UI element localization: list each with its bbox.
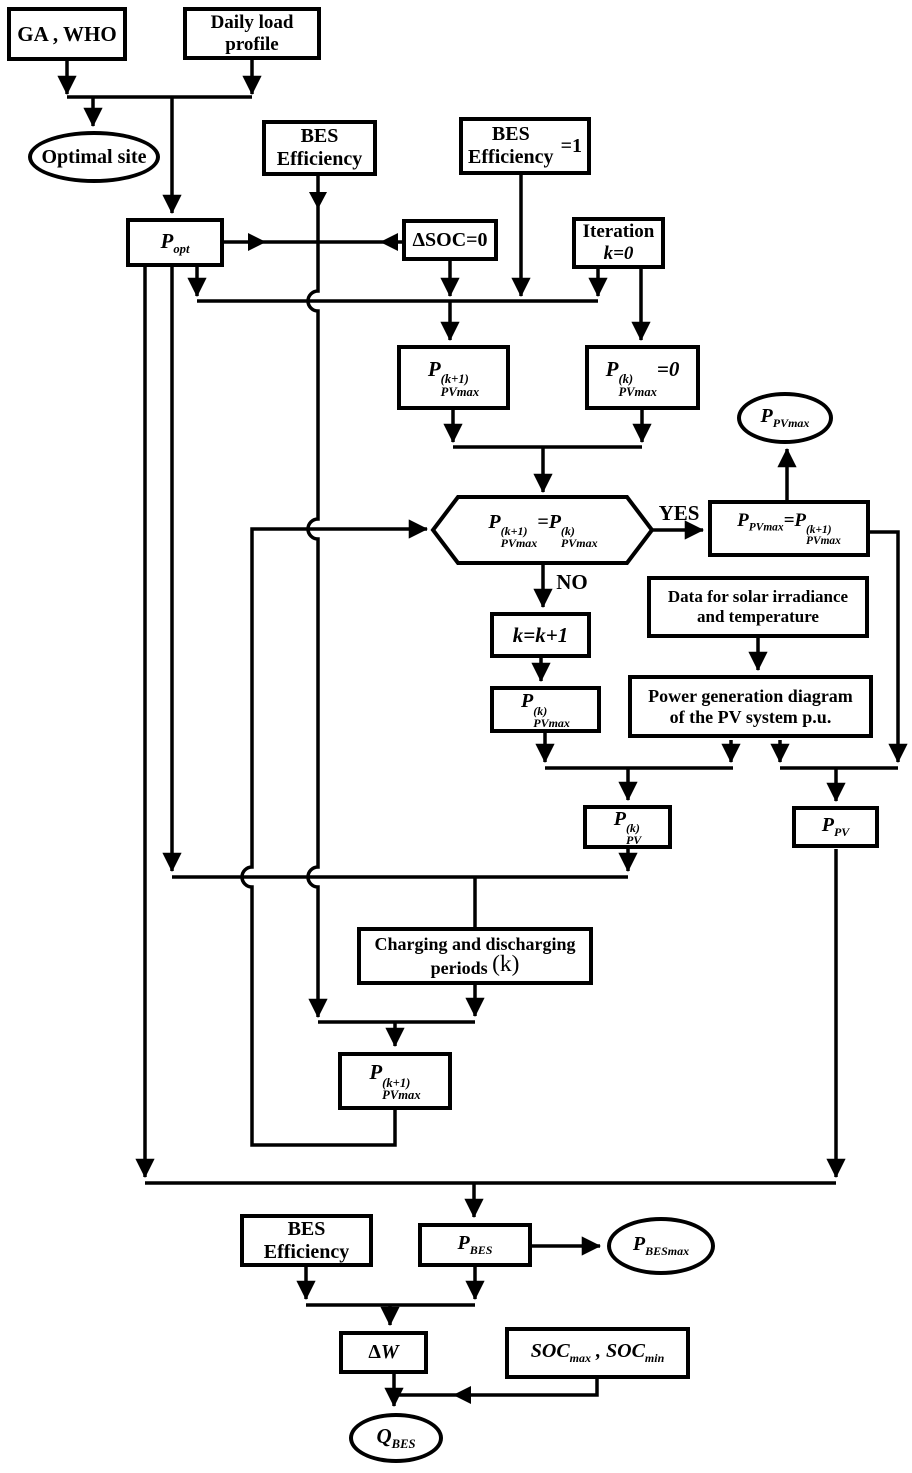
ga-who-box: GA , WHO	[7, 7, 127, 61]
ppvmax-k-zero-box: P(k)PVmax=0	[585, 345, 700, 410]
solar-data-line2: and temperature	[697, 607, 819, 626]
daily-load-box: Daily load profile	[183, 7, 321, 60]
bes-efficiency-bottom-box: BES Efficiency	[240, 1214, 373, 1267]
q-bes-ellipse: QBES	[349, 1413, 443, 1463]
yes-label: YES	[655, 500, 703, 526]
ppvmax-assign-label: PPVmax=P(k+1)PVmax	[737, 509, 841, 548]
delta-soc-label: ΔSOC=0	[412, 228, 488, 251]
p-opt-box: Popt	[126, 218, 224, 267]
ppv-k-box: P(k)PV	[583, 805, 672, 849]
bes-efficiency-eq1-suffix: =1	[560, 134, 582, 157]
p-opt-label: Popt	[160, 228, 190, 256]
delta-w-label: ΔW	[368, 1341, 399, 1363]
charging-line2: periods (k)	[430, 952, 520, 978]
power-generation-line1: Power generation diagram	[648, 685, 853, 706]
convergence-decision-hexagon	[430, 495, 655, 565]
iteration-box: Iteration k=0	[572, 217, 665, 269]
daily-load-line2: profile	[225, 33, 279, 55]
ppv-k-label: P(k)PV	[613, 807, 642, 848]
solar-data-line1: Data for solar irradiance	[667, 587, 849, 607]
delta-w-box: ΔW	[339, 1331, 428, 1374]
bes-efficiency-eq1-box: BES Efficiency =1	[459, 117, 591, 175]
ppvmax-assign-box: PPVmax=P(k+1)PVmax	[708, 500, 870, 557]
charging-line2-prefix: periods	[430, 957, 493, 978]
daily-load-line1: Daily load	[210, 11, 294, 33]
iteration-line1: Iteration	[582, 221, 655, 243]
k-increment-box: k=k+1	[490, 612, 591, 658]
soc-limits-box: SOCmax , SOCmin	[505, 1327, 690, 1379]
bes-efficiency-eq1-line2: Efficiency	[468, 146, 554, 168]
power-generation-box: Power generation diagram of the PV syste…	[628, 675, 873, 738]
iteration-line2: k=0	[603, 243, 634, 264]
bes-efficiency-bottom-line1: BES	[287, 1217, 326, 1240]
q-bes-label: QBES	[376, 1424, 416, 1452]
ppvmax-output-label: PPVmax	[760, 405, 810, 430]
ppv-box: PPV	[792, 806, 879, 848]
delta-soc-box: ΔSOC=0	[402, 219, 498, 261]
bes-efficiency-top-line1: BES	[300, 125, 339, 147]
soc-limits-label: SOCmax , SOCmin	[530, 1340, 665, 1365]
charging-periods-box: Charging and discharging periods (k)	[357, 927, 593, 985]
p-besmax-ellipse: PBESmax	[607, 1217, 715, 1275]
p-besmax-label: PBESmax	[632, 1233, 690, 1258]
ppvmax-output-ellipse: PPVmax	[737, 392, 833, 444]
ppvmax-k-box: P(k)PVmax	[490, 686, 601, 733]
ppvmax-k-label: P(k)PVmax	[521, 690, 570, 730]
no-label: NO	[550, 570, 594, 594]
bes-efficiency-top-line2: Efficiency	[276, 148, 363, 170]
mid-arrowheads	[248, 192, 471, 1404]
bes-efficiency-top-box: BES Efficiency	[262, 120, 377, 176]
ppvmax-k1-update-box: P(k+1)PVmax	[338, 1052, 452, 1110]
ppvmax-k-zero-label: P(k)PVmax=0	[605, 356, 680, 399]
charging-line1: Charging and discharging	[374, 933, 576, 954]
ga-who-label: GA , WHO	[17, 21, 117, 46]
ppv-label: PPV	[821, 814, 850, 839]
ppvmax-k1-init-label: P(k+1)PVmax	[427, 356, 480, 399]
bes-efficiency-bottom-line2: Efficiency	[263, 1240, 350, 1263]
bus-lines	[67, 95, 898, 1397]
arrow-connectors	[57, 60, 908, 1407]
k-increment-label: k=k+1	[512, 622, 569, 647]
decision-label-wrap: P(k+1)PVmax=P(k)PVmax	[443, 503, 643, 557]
power-generation-line2: of the PV system p.u.	[669, 706, 832, 727]
p-bes-label: PBES	[457, 1232, 493, 1257]
bes-efficiency-eq1-line1: BES	[491, 123, 530, 145]
decision-label: P(k+1)PVmax=P(k)PVmax	[488, 510, 598, 551]
optimal-site-ellipse: Optimal site	[28, 131, 160, 183]
ppvmax-k1-update-label: P(k+1)PVmax	[369, 1060, 421, 1103]
optimal-site-label: Optimal site	[41, 145, 147, 168]
no-text: NO	[556, 569, 588, 594]
ppvmax-k1-init-box: P(k+1)PVmax	[397, 345, 510, 410]
yes-text: YES	[658, 500, 700, 525]
charging-line2-k: (k)	[492, 950, 520, 977]
solar-data-box: Data for solar irradiance and temperatur…	[647, 576, 869, 638]
p-bes-box: PBES	[418, 1223, 532, 1267]
